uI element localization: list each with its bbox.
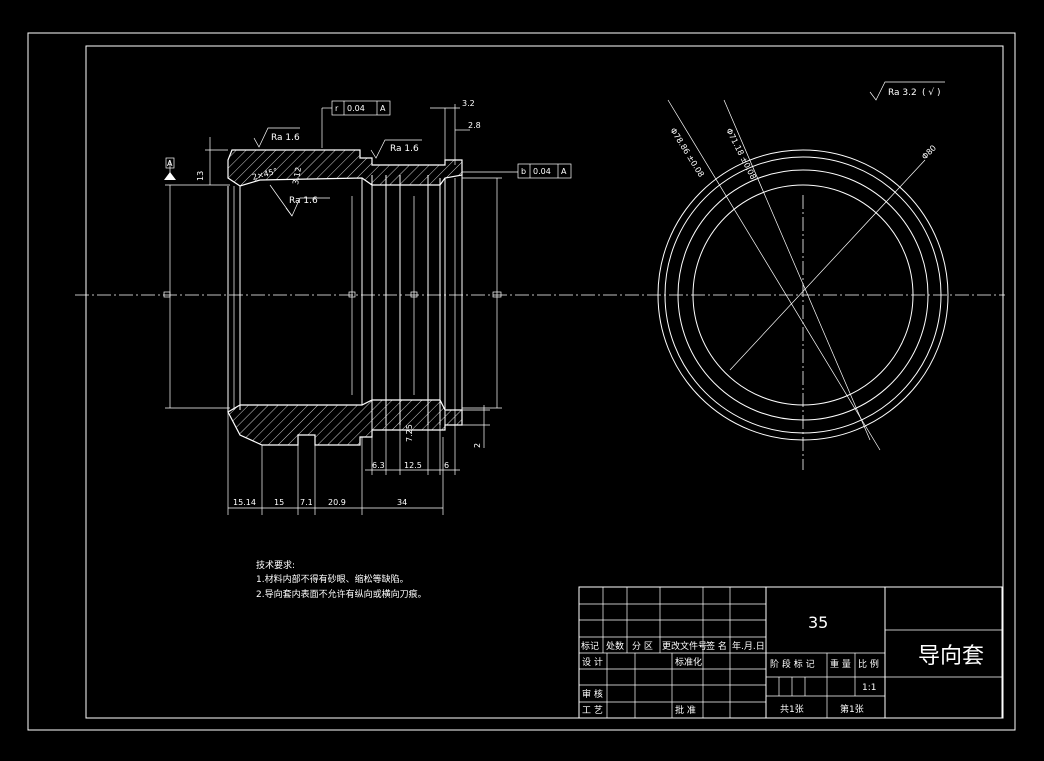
svg-text:重 量: 重 量 <box>830 658 851 670</box>
scale-value: 1:1 <box>862 683 876 693</box>
lower-dim-1: 6.3 <box>372 461 385 470</box>
bottom-dim-2: 15 <box>274 498 284 507</box>
roughness-symbol-top-mid: Ra 1.6 <box>370 139 422 159</box>
material-label: 35 <box>808 613 828 632</box>
general-roughness: Ra 3.2 ( √ ) <box>869 81 945 101</box>
svg-text:阶 段 标 记: 阶 段 标 记 <box>770 658 815 670</box>
right-small-dim: 2 <box>473 443 482 448</box>
bottom-wall-section <box>227 399 463 446</box>
end-dia-3: Φ80 <box>920 143 938 161</box>
svg-text:Ra 1.6: Ra 1.6 <box>289 196 318 206</box>
left-step-dim: 13 <box>196 171 205 181</box>
svg-text:设 计: 设 计 <box>582 656 603 668</box>
circularity-tolerance-frame: r 0.04 A <box>321 100 391 148</box>
svg-text:比 例: 比 例 <box>858 658 879 670</box>
roughness-symbol-top-left: Ra 1.6 <box>253 127 300 148</box>
svg-text:A: A <box>380 104 386 113</box>
notes-line-1: 1.材料内部不得有砂眼、缩松等缺陷。 <box>256 573 409 585</box>
bottom-dim-3: 7.1 <box>300 498 313 507</box>
svg-text:b: b <box>521 167 526 176</box>
top-wall-section <box>227 149 463 187</box>
svg-text:r: r <box>335 104 339 113</box>
bottom-dim-4: 20.9 <box>328 498 346 507</box>
svg-text:年.月.日: 年.月.日 <box>732 640 765 652</box>
svg-text:工 艺: 工 艺 <box>582 705 603 716</box>
runout-tolerance-frame: b 0.04 A <box>462 163 572 179</box>
lower-dim-3: 6 <box>444 461 449 470</box>
svg-text:A: A <box>561 167 567 176</box>
roughness-symbol-bore: Ra 1.6 <box>269 184 330 217</box>
end-view: Φ78.86 ±0.08 Φ71.18 ±0.08 Φ80 <box>657 99 949 470</box>
technical-notes: 技术要求: 1.材料内部不得有砂眼、缩松等缺陷。 2.导向套内表面不允许有纵向或… <box>256 559 427 600</box>
svg-text:0.04: 0.04 <box>533 167 551 176</box>
svg-text:( √ ): ( √ ) <box>922 87 940 98</box>
section-view: 13 A Ra 1.6 Ra 1.6 Ra 1.6 r 0.04 <box>75 99 1005 515</box>
groove-depth-dim: 3.12 <box>291 166 303 185</box>
bottom-dim-1: 15.14 <box>233 498 256 507</box>
lower-dim-2: 12.5 <box>404 461 422 470</box>
svg-text:标记: 标记 <box>581 640 599 652</box>
bottom-dim-5: 34 <box>397 498 407 507</box>
title-block: 标记 处数 分 区 更改文件号 签 名 年.月.日 设 计 标准化 审 核 工 … <box>578 586 1003 719</box>
top-dim-2: 2.8 <box>468 121 481 130</box>
svg-text:Ra 3.2: Ra 3.2 <box>888 88 917 98</box>
svg-text:分 区: 分 区 <box>632 641 653 652</box>
svg-text:Ra 1.6: Ra 1.6 <box>390 144 419 154</box>
svg-text:更改文件号: 更改文件号 <box>662 640 707 652</box>
notes-heading: 技术要求: <box>256 559 295 571</box>
svg-text:标准化: 标准化 <box>675 656 702 668</box>
svg-text:处数: 处数 <box>606 640 624 652</box>
svg-text:第1张: 第1张 <box>840 703 864 715</box>
groove-height-dim: 7.25 <box>405 424 414 442</box>
part-name: 导向套 <box>918 644 984 669</box>
svg-text:签 名: 签 名 <box>706 640 727 652</box>
svg-text:Ra 1.6: Ra 1.6 <box>271 133 300 143</box>
svg-text:0.04: 0.04 <box>347 104 365 113</box>
datum-triangle <box>164 172 176 180</box>
notes-line-2: 2.导向套内表面不允许有纵向或横向刀痕。 <box>256 588 427 600</box>
inner-frame <box>85 45 1004 719</box>
svg-text:审 核: 审 核 <box>582 688 603 700</box>
end-dia-2: Φ71.18 ±0.08 <box>724 127 758 181</box>
svg-text:共1张: 共1张 <box>780 704 804 715</box>
outer-border <box>27 32 1016 731</box>
svg-text:批 准: 批 准 <box>675 704 696 716</box>
top-dim-1: 3.2 <box>462 99 475 108</box>
datum-label: A <box>167 159 173 168</box>
